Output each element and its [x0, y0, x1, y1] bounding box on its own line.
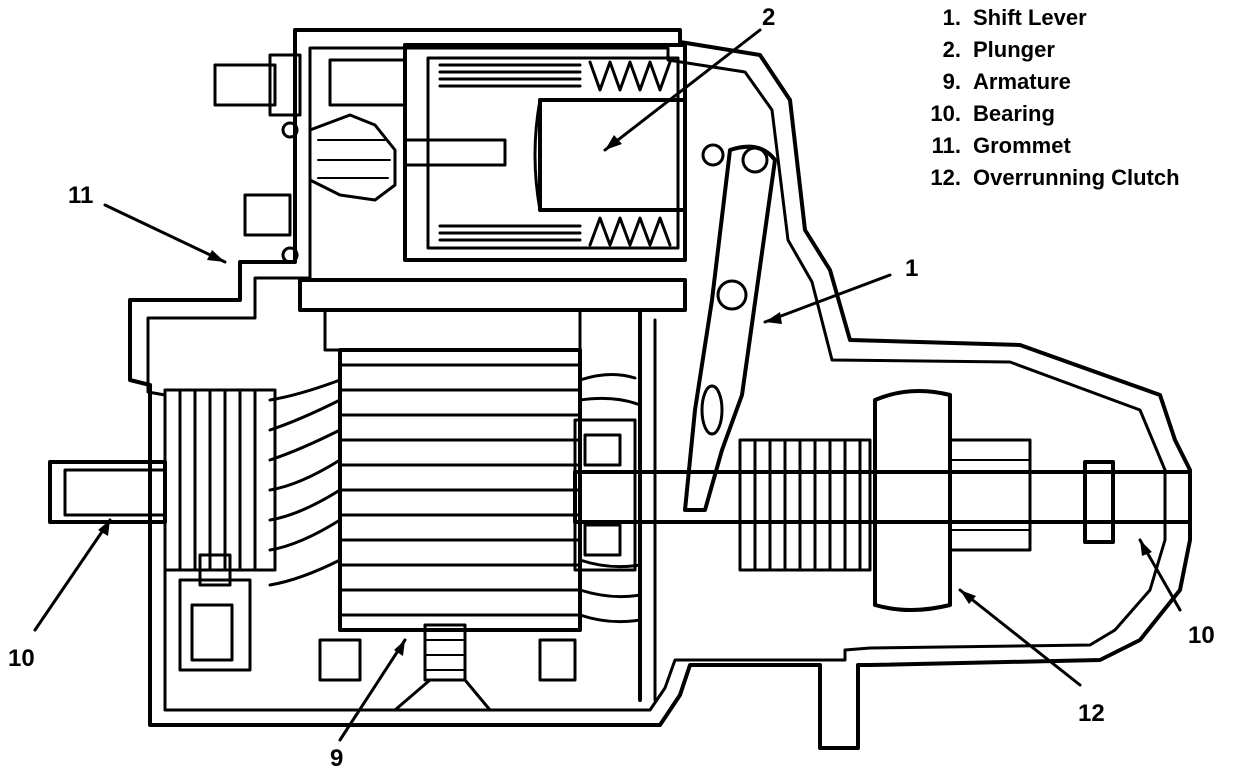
legend-item-armature: 9.Armature [942, 69, 1071, 94]
housing-outline [128, 28, 1192, 750]
plunger-body [538, 98, 687, 212]
callout-plunger: 2 [762, 4, 776, 31]
bearing-right [1083, 460, 1115, 544]
callout-clutch: 12 [1078, 700, 1105, 727]
housing-inner-outline [146, 46, 1167, 712]
shift-lever [683, 144, 777, 512]
leader-plunger [603, 28, 762, 152]
callout-bearing-right: 10 [1188, 622, 1215, 649]
callout-bearing-left: 10 [8, 645, 35, 672]
leader-grommet [103, 203, 227, 264]
legend-item-bearing: 10.Bearing [930, 101, 1055, 126]
callout-grommet: 11 [68, 182, 94, 209]
legend-item-shift-lever: 1.Shift Lever [942, 5, 1087, 30]
clutch-spring [738, 438, 872, 572]
legend-item-grommet: 11.Grommet [931, 133, 1071, 158]
field-frame [298, 278, 687, 312]
leader-lines [33, 28, 1182, 742]
commutator [163, 388, 277, 572]
leader-armature [338, 638, 407, 742]
legend-item-overrunning-clutch: 12.Overrunning Clutch [930, 165, 1180, 190]
overrunning-clutch [873, 389, 1032, 612]
legend: 1.Shift Lever 2.Plunger 9.Armature 10.Be… [915, 2, 1180, 194]
callout-shift-lever: 1 [905, 255, 919, 282]
arrowheads [98, 135, 1152, 656]
leader-shift-lever [763, 273, 892, 324]
legend-item-plunger: 2.Plunger [942, 37, 1055, 62]
armature [268, 348, 642, 632]
leader-bearing-left [33, 518, 112, 632]
callout-armature: 9 [330, 745, 344, 772]
leader-clutch [958, 588, 1082, 687]
solenoid [213, 43, 725, 264]
pinion-shaft [573, 470, 1192, 524]
